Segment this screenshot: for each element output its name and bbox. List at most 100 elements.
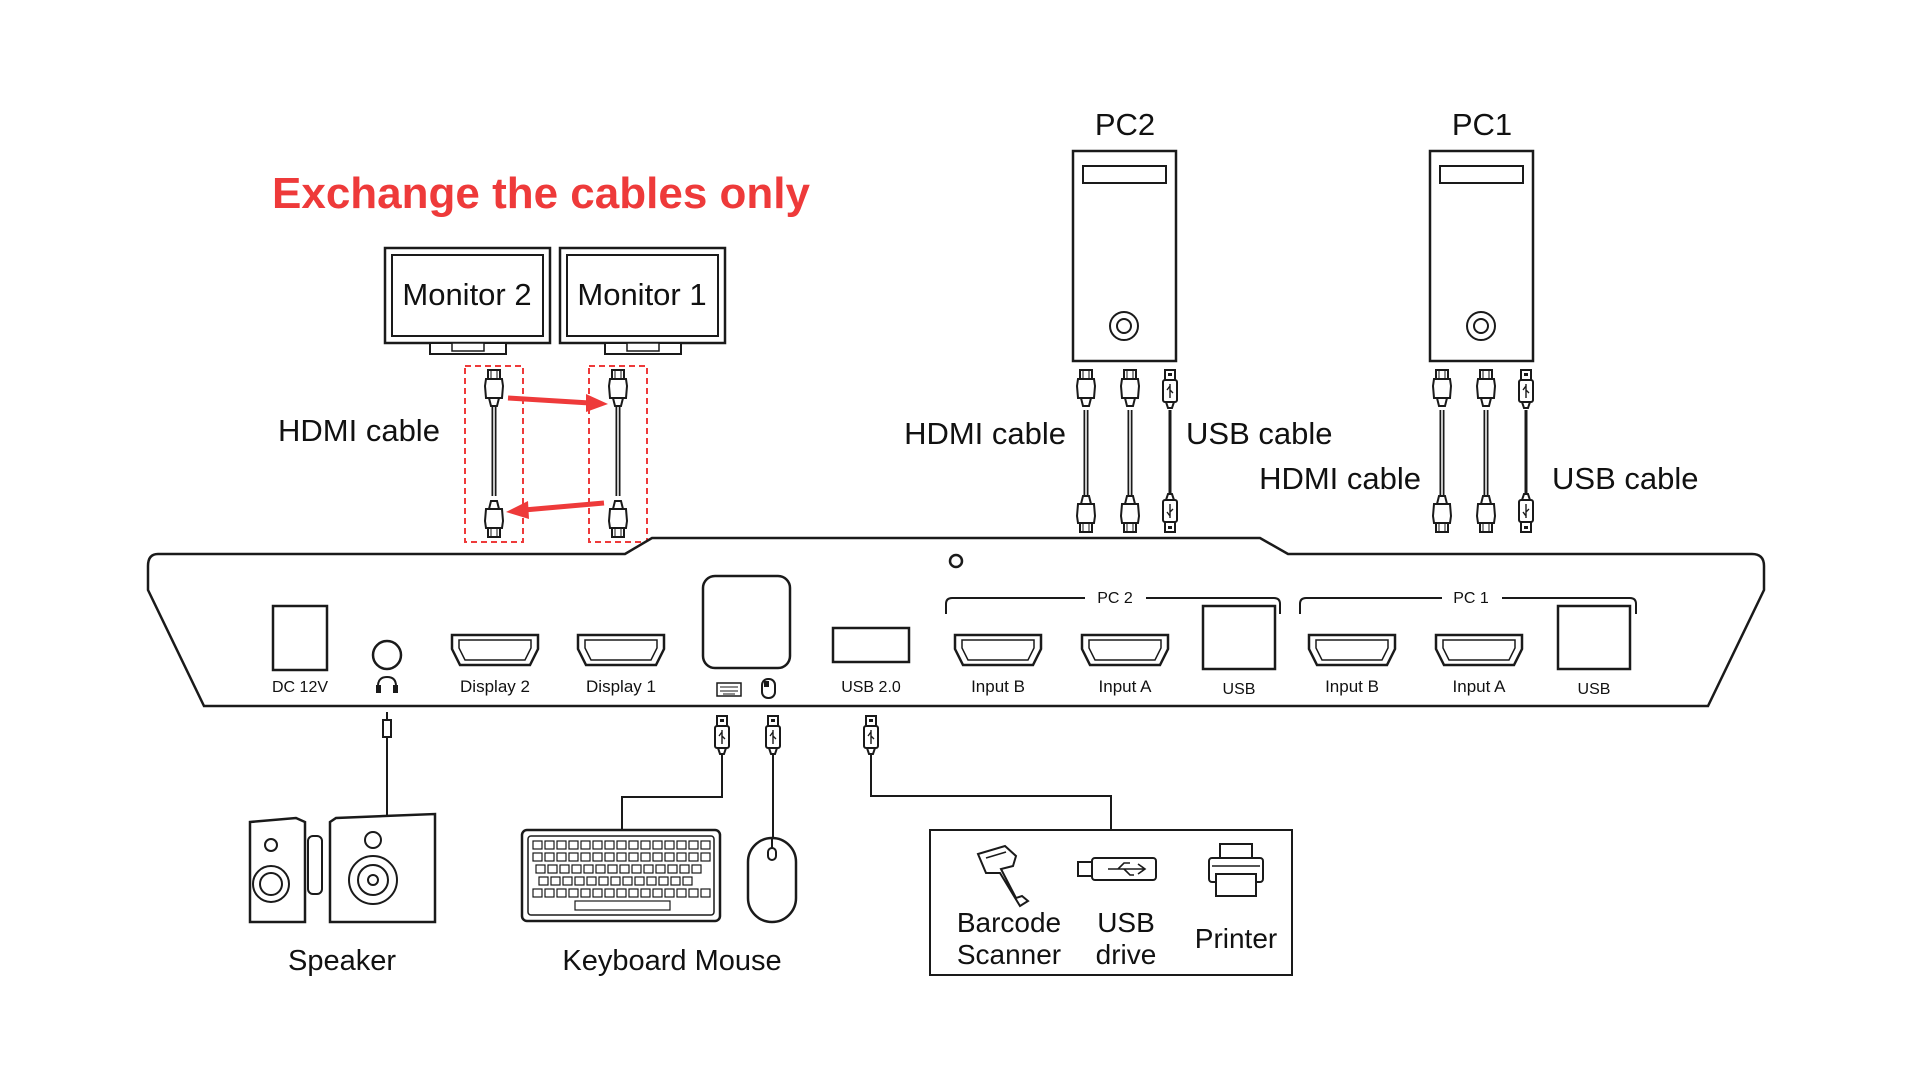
key (607, 864, 618, 874)
barcode-label-line2: Scanner (957, 939, 1061, 970)
key (676, 888, 687, 898)
headline: Exchange the cables only (272, 169, 810, 218)
key (532, 888, 543, 898)
key (604, 840, 615, 850)
hdmi-connector-icon (1432, 369, 1452, 407)
display-2-port (450, 633, 540, 667)
key (604, 888, 615, 898)
pc2-label: PC2 (1095, 107, 1155, 142)
monitor-1: Monitor 1 (558, 246, 727, 355)
usb-connector-icon (863, 715, 879, 755)
speaker-label: Speaker (288, 945, 396, 977)
key (595, 864, 606, 874)
key (604, 852, 615, 862)
key (562, 876, 573, 886)
key (580, 888, 591, 898)
key (547, 864, 558, 874)
key (583, 864, 594, 874)
key (643, 864, 654, 874)
key (655, 864, 666, 874)
printer-label: Printer (1195, 923, 1277, 954)
usb-2-label: USB 2.0 (841, 679, 901, 696)
display-2-label: Display 2 (460, 677, 530, 696)
key (634, 876, 645, 886)
key (664, 852, 675, 862)
usb-2-port (831, 626, 911, 664)
keyboard-icon (716, 682, 742, 697)
key (700, 840, 711, 850)
mouse-icon (761, 678, 776, 699)
key (574, 876, 585, 886)
usb-drive-label-line2: drive (1096, 939, 1157, 970)
key (652, 840, 663, 850)
hdmi-connector-icon (1076, 369, 1096, 407)
key (550, 876, 561, 886)
hdmi-connector-icon (484, 369, 504, 407)
headphone-icon (376, 675, 398, 693)
display-1-port (576, 633, 666, 667)
pc1-usb-label: USB (1578, 681, 1611, 698)
monitor-2-label: Monitor 2 (402, 277, 531, 312)
pc-tower-icon (1071, 149, 1178, 363)
hdmi-connector-icon (1477, 496, 1495, 532)
monitor-1-label: Monitor 1 (577, 277, 706, 312)
key (559, 864, 570, 874)
lower-cables (382, 712, 1112, 838)
key (628, 888, 639, 898)
usb-connector-icon (1519, 494, 1533, 532)
key (646, 876, 657, 886)
keyboard-icon (520, 828, 722, 923)
key (640, 852, 651, 862)
hdmi-connector-icon (1077, 496, 1095, 532)
key (616, 840, 627, 850)
key (586, 876, 597, 886)
key (580, 852, 591, 862)
hdmi-connector-icon (1433, 496, 1451, 532)
display-1-label: Display 1 (586, 677, 656, 696)
key (652, 888, 663, 898)
key (652, 852, 663, 862)
key (610, 876, 621, 886)
key (676, 852, 687, 862)
usb-connector-icon (1163, 494, 1177, 532)
pc1-cables (1432, 369, 1534, 532)
usb-cable-label-pc2: USB cable (1186, 416, 1332, 451)
key (592, 840, 603, 850)
pc2-group-label: PC 2 (1097, 590, 1133, 607)
hdmi-cable-label-pc2: HDMI cable (904, 416, 1066, 451)
key (700, 852, 711, 862)
hdmi-cable-label-pc1: HDMI cable (1259, 461, 1421, 496)
key (628, 840, 639, 850)
key (568, 852, 579, 862)
key (556, 888, 567, 898)
key (667, 864, 678, 874)
pc2-input-a-port (1080, 633, 1170, 667)
monitor-hdmi-cables (464, 365, 648, 543)
key (664, 888, 675, 898)
usb-peripherals-box: Barcode Scanner USB drive Printer (929, 829, 1293, 976)
key (592, 888, 603, 898)
key (658, 876, 669, 886)
pc-tower-icon (1428, 149, 1535, 363)
key (568, 840, 579, 850)
usb-drive-label-line1: USB (1097, 907, 1155, 938)
key (535, 864, 546, 874)
key (640, 840, 651, 850)
key (616, 852, 627, 862)
key (556, 840, 567, 850)
pc2-input-b-label: Input B (971, 677, 1025, 696)
pc2-cables (1076, 369, 1178, 532)
usb-connector-icon (1518, 369, 1534, 409)
key (664, 840, 675, 850)
usb-connector-icon (1162, 369, 1178, 409)
key (571, 864, 582, 874)
pc1-label: PC1 (1452, 107, 1512, 142)
hdmi-connector-icon (608, 369, 628, 407)
key (688, 840, 699, 850)
key (592, 852, 603, 862)
hdmi-connector-icon (1476, 369, 1496, 407)
key (580, 840, 591, 850)
key (622, 876, 633, 886)
hdmi-cable-label-monitors: HDMI cable (278, 413, 440, 448)
pc2-input-a-label: Input A (1099, 677, 1153, 696)
